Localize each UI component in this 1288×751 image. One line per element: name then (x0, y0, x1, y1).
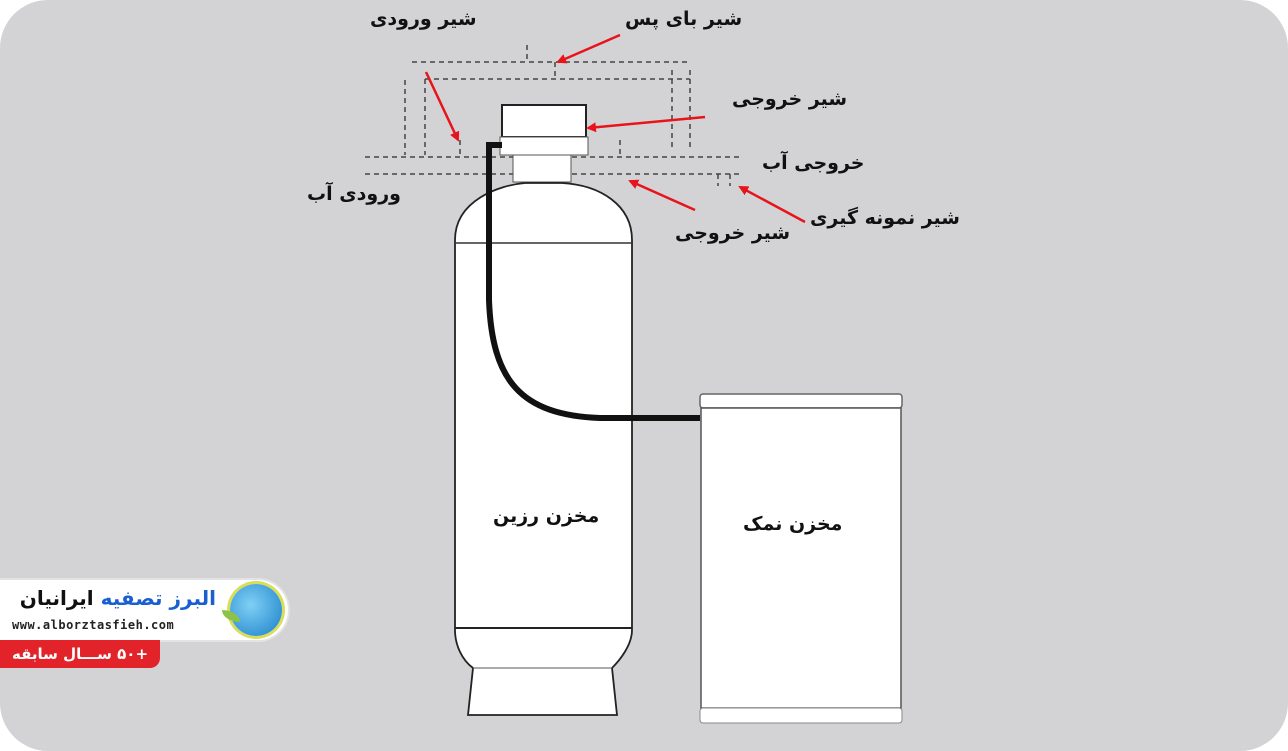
brine-line (486, 142, 700, 421)
globe-icon (230, 584, 282, 636)
label-outlet-valve-top: شیر خروجی (732, 88, 848, 110)
arrow-outlet-valve-top (586, 115, 706, 133)
label-water-inlet: ورودی آب (307, 183, 401, 205)
arrow-sampling-valve (738, 185, 806, 224)
brand-name-black: ایرانیان (19, 586, 94, 610)
pointer-arrows (424, 33, 806, 224)
label-outlet-valve-bottom: شیر خروجی (675, 222, 791, 244)
label-brine-tank: مخزن نمک (743, 513, 843, 535)
experience-badge: +۵۰ ســـال سابقه (0, 640, 160, 668)
brine-tank-shape (699, 393, 903, 724)
arrow-bypass-valve (556, 33, 621, 64)
bypass-piping (365, 45, 740, 186)
label-bypass-valve: شیر بای پس (625, 8, 743, 30)
control-valve-head (499, 104, 589, 183)
label-inlet-valve: شیر ورودی (370, 8, 477, 30)
arrow-inlet-valve (424, 71, 460, 142)
brand-website: www.alborztasfieh.com (12, 618, 175, 632)
resin-tank-shape (454, 182, 633, 716)
brand-logo: البرز تصفیه ایرانیان www.alborztasfieh.c… (0, 580, 288, 640)
label-water-outlet: خروجی آب (762, 152, 865, 174)
label-resin-tank: مخزن رزین (493, 505, 600, 527)
brand-name-blue: البرز تصفیه (100, 586, 216, 610)
brand-name: البرز تصفیه ایرانیان (20, 586, 216, 610)
label-sampling-valve: شیر نمونه گیری (810, 207, 960, 229)
arrow-outlet-valve-bottom (628, 179, 696, 212)
